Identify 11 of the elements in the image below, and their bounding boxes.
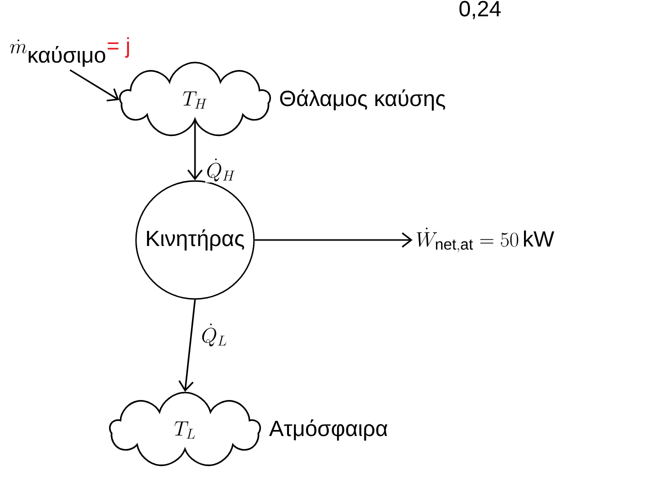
beside-label: Ατμόσφαιρα <box>269 419 388 441</box>
formula-text: $\dot{W}_{\mathrm{net,at}} = 50\,\mathrm{kW}$ <box>416 228 554 252</box>
cloud-node: $T_H$ <box>119 62 271 136</box>
beside-label: Θάλαμος καύσης <box>280 89 446 111</box>
arrow <box>70 69 120 102</box>
edge-label: $\dot{Q}_H$ <box>205 158 237 182</box>
note-text: 0,24 <box>459 0 501 20</box>
edge-label: $\dot{Q}_L$ <box>200 322 228 348</box>
arrow <box>254 232 413 248</box>
cloud-node: $T_L$ <box>109 392 261 466</box>
arrow <box>178 300 196 392</box>
